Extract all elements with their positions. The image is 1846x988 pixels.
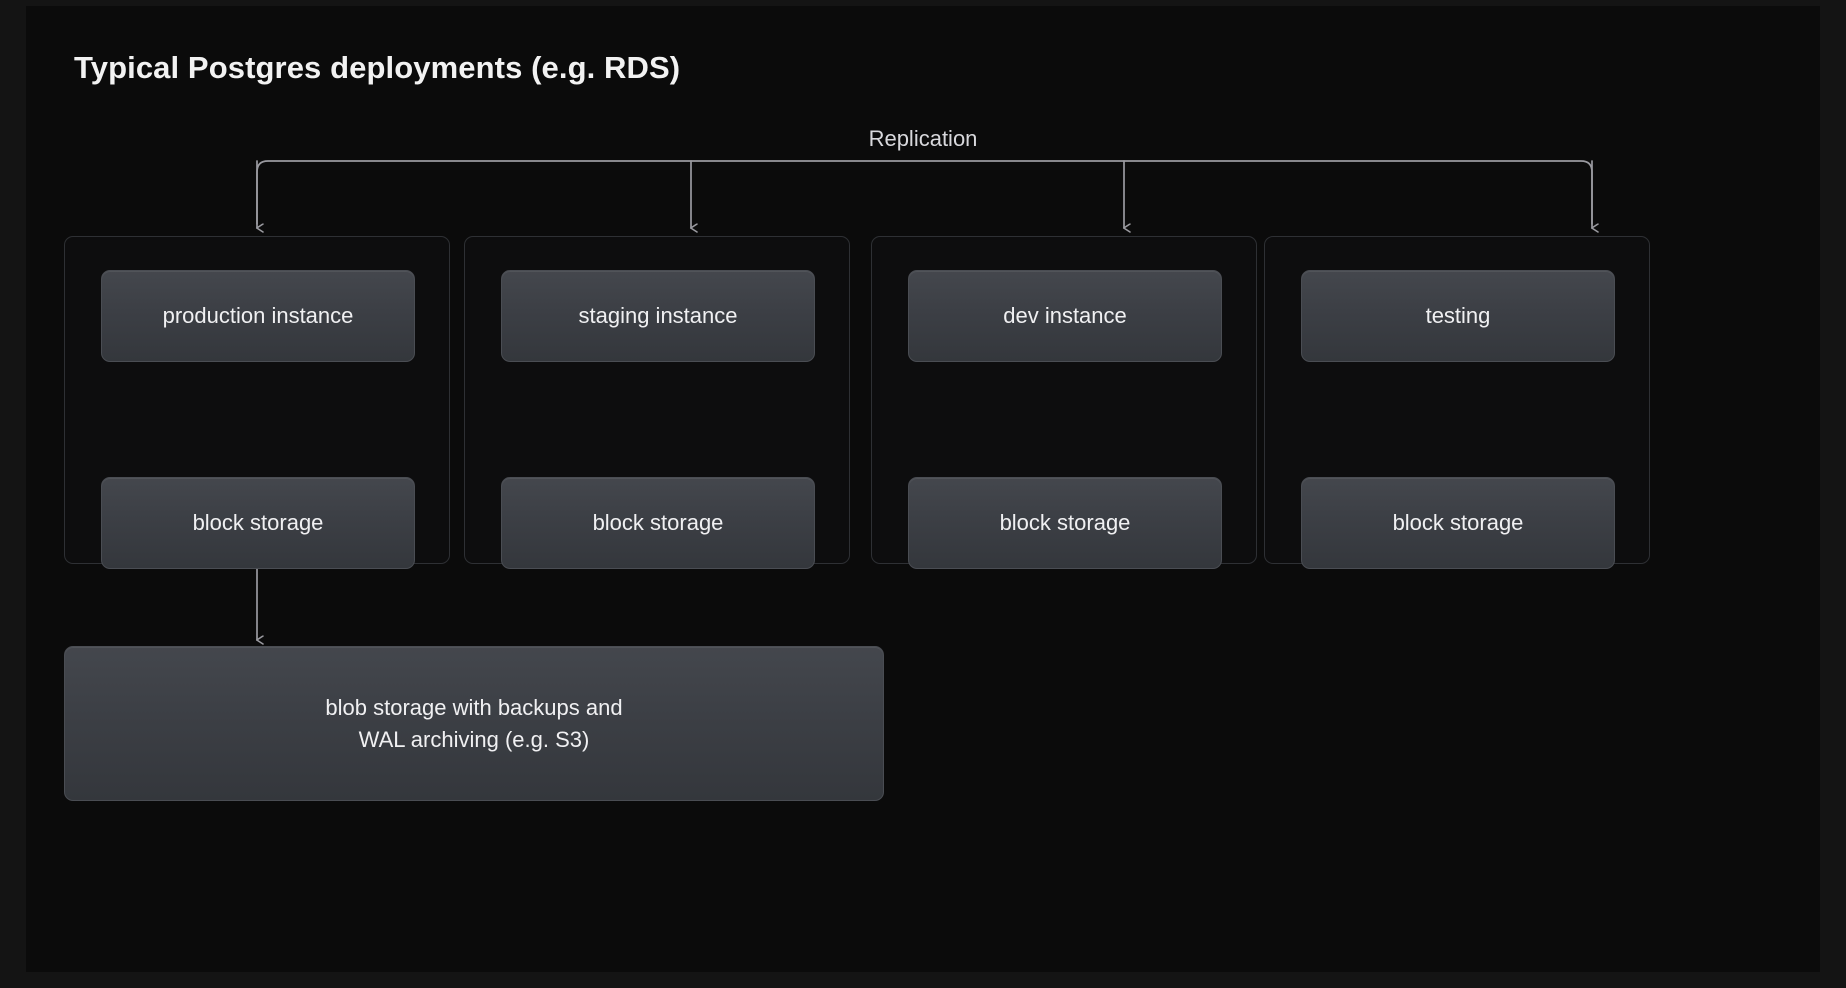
diagram-canvas: Typical Postgres deployments (e.g. RDS) … <box>26 6 1820 972</box>
node-label: block storage <box>999 510 1131 535</box>
node-block-storage-dev[interactable]: block storage <box>908 477 1222 569</box>
node-label: testing <box>1425 303 1491 328</box>
node-testing-instance[interactable]: testing <box>1301 270 1615 362</box>
node-label: block storage <box>192 510 324 535</box>
node-block-storage-production[interactable]: block storage <box>101 477 415 569</box>
node-staging-instance[interactable]: staging instance <box>501 270 815 362</box>
node-blob-storage[interactable]: blob storage with backups and WAL archiv… <box>64 646 884 801</box>
deployment-group-testing: testing block storage <box>1264 236 1650 569</box>
node-block-storage-staging[interactable]: block storage <box>501 477 815 569</box>
blob-storage-label: blob storage with backups and WAL archiv… <box>325 692 622 754</box>
blob-storage-line-2: WAL archiving (e.g. S3) <box>358 726 590 752</box>
node-label: production instance <box>162 303 354 328</box>
node-label: block storage <box>1392 510 1524 535</box>
node-dev-instance[interactable]: dev instance <box>908 270 1222 362</box>
node-label: staging instance <box>578 303 738 328</box>
deployment-group-production: production instance block storage <box>64 236 450 569</box>
replication-bus <box>256 160 1593 225</box>
node-label: block storage <box>592 510 724 535</box>
node-production-instance[interactable]: production instance <box>101 270 415 362</box>
page-title: Typical Postgres deployments (e.g. RDS) <box>74 50 681 85</box>
node-label: dev instance <box>1003 303 1127 328</box>
deployment-group-dev: dev instance block storage <box>871 236 1257 569</box>
blob-storage-line-1: blob storage with backups and <box>325 695 623 721</box>
node-block-storage-testing[interactable]: block storage <box>1301 477 1615 569</box>
deployment-group-staging: staging instance block storage <box>464 236 850 569</box>
